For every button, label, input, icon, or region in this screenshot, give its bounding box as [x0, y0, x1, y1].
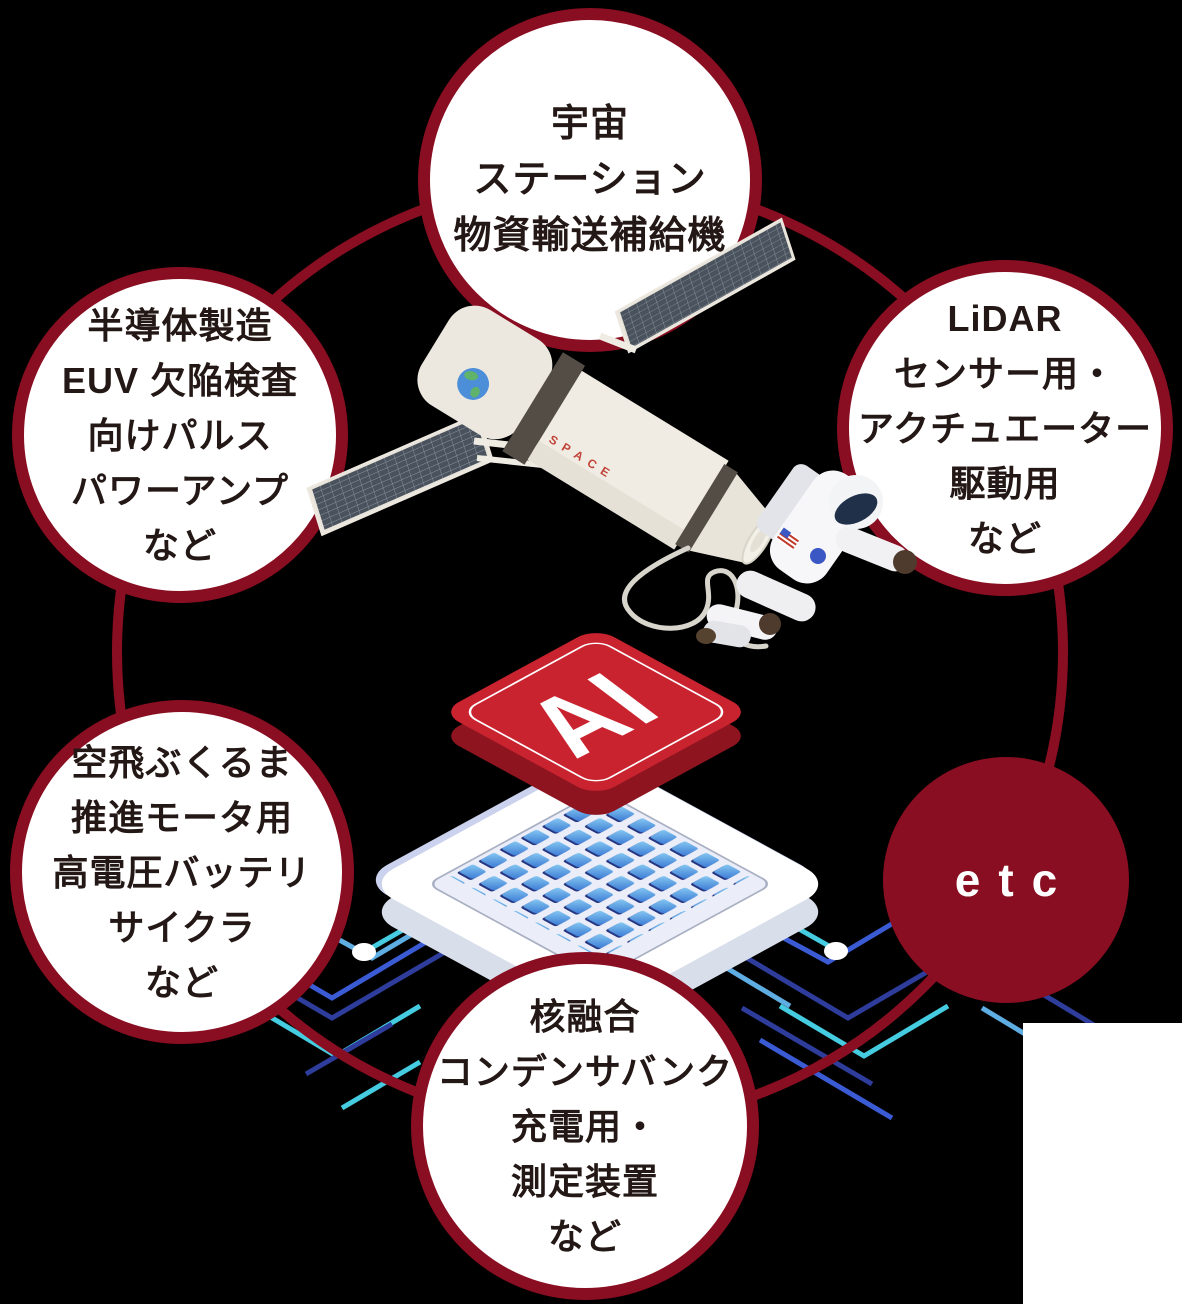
- node-line: 物資輸送補給機: [453, 215, 727, 257]
- node-etc: etc: [883, 757, 1129, 1003]
- solar-panel-left-icon: [306, 412, 494, 537]
- visor-icon: [834, 493, 878, 525]
- node-line: コンデンサバンク: [436, 1050, 734, 1092]
- white-corner-patch: [1023, 1023, 1182, 1304]
- glove-right: [893, 550, 917, 574]
- node-line: ステーション: [473, 159, 707, 201]
- trace-node-dot: [824, 942, 848, 960]
- node-line: など: [142, 524, 217, 566]
- node-line: パワーアンプ: [70, 469, 290, 511]
- node-line: など: [547, 1215, 622, 1257]
- spacecraft-body: SPACE: [417, 305, 776, 565]
- node-line: 宇宙: [550, 103, 629, 145]
- trace-node-dot: [352, 943, 376, 961]
- node-lidar: LiDAR センサー用・ アクチュエーター 駆動用 など: [837, 260, 1173, 596]
- boot-sole: [696, 628, 716, 644]
- node-line: サイクラ: [108, 906, 256, 948]
- us-flag-patch-icon: [775, 527, 801, 551]
- node-line: LiDAR: [947, 297, 1063, 339]
- chip-grid: [450, 794, 750, 958]
- glove-left: [759, 613, 781, 635]
- astronaut-illustration: [696, 464, 917, 648]
- node-line: 測定装置: [510, 1160, 659, 1202]
- node-line: など: [144, 961, 219, 1003]
- node-line: 駆動用: [949, 462, 1061, 504]
- node-line: センサー用・: [893, 352, 1116, 394]
- node-line: 推進モータ用: [70, 796, 293, 838]
- node-line: アクチュエーター: [857, 407, 1153, 449]
- node-line: など: [967, 517, 1042, 559]
- node-line: 向けパルス: [87, 414, 273, 456]
- node-line: 空飛ぶくるま: [71, 741, 293, 783]
- node-flying-car: 空飛ぶくるま 推進モータ用 高電圧バッテリ サイクラ など: [10, 700, 354, 1044]
- node-line: 核融合: [529, 995, 641, 1037]
- circuit-board: [375, 761, 819, 1031]
- node-line: 充電用・: [510, 1105, 659, 1147]
- earth-decal-icon: [457, 367, 490, 400]
- node-line: EUV 欠陥検査: [61, 359, 299, 401]
- ai-chip: AI: [451, 633, 741, 815]
- mission-patch-icon: [810, 548, 826, 564]
- solar-panel-right-icon: [614, 217, 796, 354]
- etc-label: etc: [954, 854, 1076, 906]
- node-line: 高電圧バッテリ: [52, 851, 312, 893]
- satellite-illustration: SPACE: [306, 217, 796, 650]
- node-line: 半導体製造: [87, 304, 273, 346]
